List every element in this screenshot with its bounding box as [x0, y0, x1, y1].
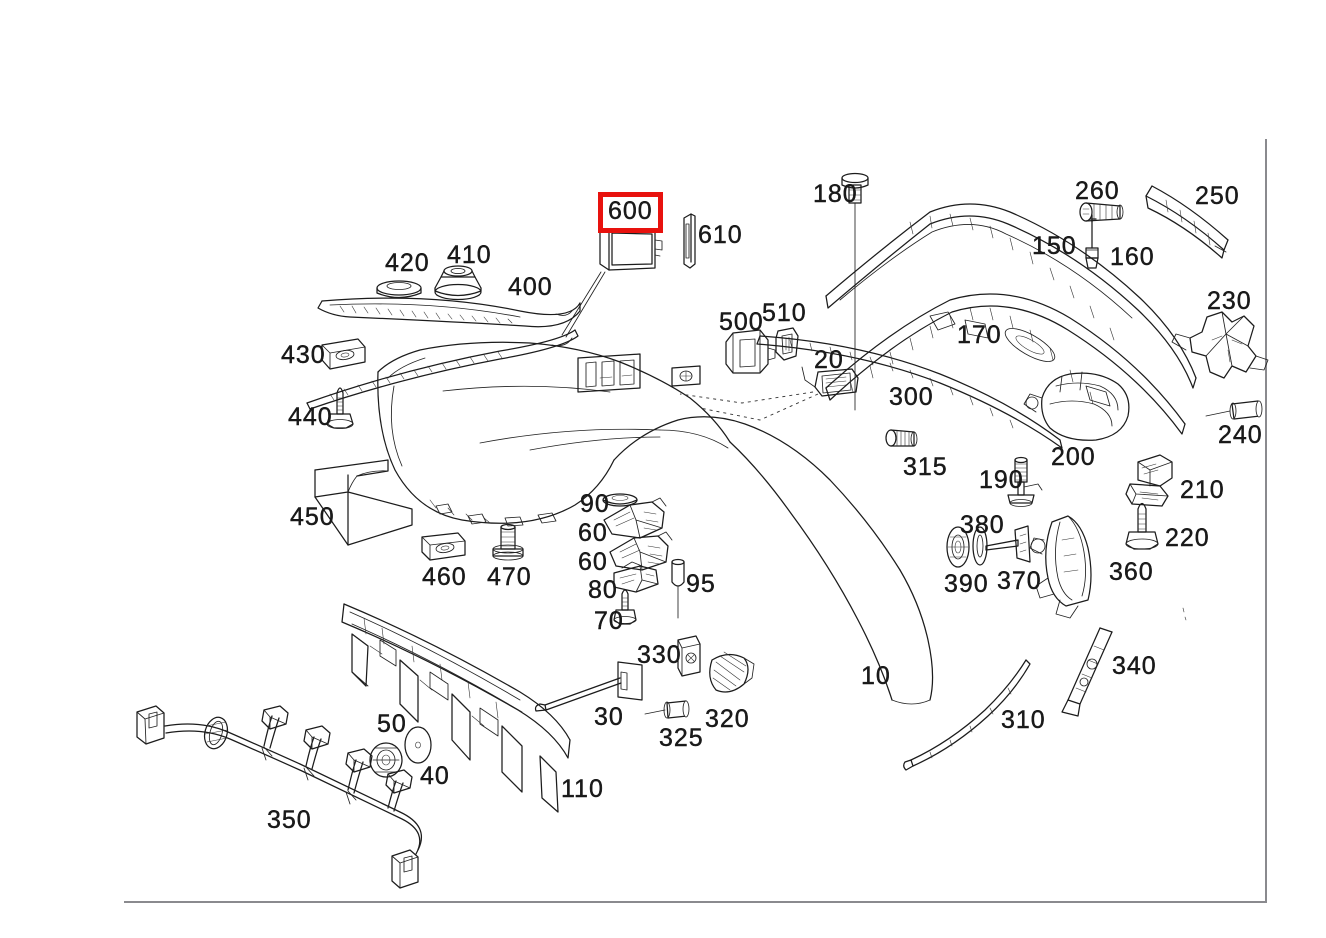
callout-500: 500 — [719, 308, 764, 336]
part-art-510 — [775, 327, 799, 361]
part-art-250 — [1145, 185, 1229, 259]
part-art-70 — [613, 589, 637, 625]
part-art-600 — [561, 225, 663, 338]
part-art-400-secondary — [306, 329, 579, 410]
part-art-90 — [602, 493, 638, 507]
callout-70: 70 — [594, 607, 624, 635]
callout-240: 240 — [1218, 421, 1263, 449]
callout-330: 330 — [637, 641, 682, 669]
part-art-95 — [671, 558, 685, 619]
callout-10: 10 — [861, 662, 891, 690]
part-art-420 — [376, 280, 422, 299]
callout-190: 190 — [979, 466, 1024, 494]
callout-250: 250 — [1195, 182, 1240, 210]
callout-95: 95 — [686, 570, 716, 598]
callout-150: 150 — [1032, 232, 1077, 260]
callout-440: 440 — [288, 403, 333, 431]
part-art-170 — [825, 203, 1197, 435]
part-art-330 — [677, 635, 701, 677]
callout-360: 360 — [1109, 558, 1154, 586]
part-art-220 — [1125, 502, 1159, 550]
part-art-80 — [613, 561, 659, 593]
part-art-350 — [136, 705, 422, 889]
part-art-340 — [1061, 627, 1113, 717]
callout-180: 180 — [813, 180, 858, 208]
part-art-10-bumper-cover — [377, 341, 934, 705]
part-art-310 — [903, 659, 1031, 771]
callout-400: 400 — [508, 273, 553, 301]
part-art-450 — [314, 459, 413, 546]
part-art-240 — [1205, 400, 1263, 420]
callout-420: 420 — [385, 249, 430, 277]
callout-80: 80 — [588, 576, 618, 604]
callout-410: 410 — [447, 241, 492, 269]
part-art-40 — [404, 726, 432, 764]
callout-315: 315 — [903, 453, 948, 481]
callout-60-left: 60 — [578, 519, 608, 547]
stray-marks — [1182, 607, 1187, 621]
callout-200: 200 — [1051, 443, 1096, 471]
callout-470: 470 — [487, 563, 532, 591]
part-art-210 — [1125, 454, 1173, 507]
part-art-325 — [644, 700, 690, 719]
part-art-470 — [492, 523, 524, 561]
part-art-400 — [317, 297, 581, 328]
callout-310: 310 — [1001, 706, 1046, 734]
callout-60-right: 60 — [578, 548, 608, 576]
part-art-180 — [841, 172, 869, 411]
part-art-60-right — [609, 531, 673, 571]
page-frame-bottom-rule — [124, 901, 1267, 903]
callout-450: 450 — [290, 503, 335, 531]
part-art-260 — [1079, 202, 1124, 222]
callout-350: 350 — [267, 806, 312, 834]
page-frame-right-rule — [1265, 139, 1267, 903]
callout-300: 300 — [889, 383, 934, 411]
part-art-390 — [946, 526, 970, 568]
callout-340: 340 — [1112, 652, 1157, 680]
part-art-110 — [341, 603, 571, 813]
part-art-460 — [421, 532, 466, 561]
callout-90: 90 — [580, 490, 610, 518]
callout-110: 110 — [561, 775, 604, 803]
part-art-410 — [434, 265, 482, 301]
part-art-370 — [985, 525, 1031, 563]
callout-320: 320 — [705, 705, 750, 733]
part-art-320 — [709, 651, 755, 693]
callout-20: 20 — [814, 346, 844, 374]
part-art-60-left — [603, 497, 667, 539]
callout-260: 260 — [1075, 177, 1120, 205]
callout-230: 230 — [1207, 287, 1252, 315]
callout-160: 160 — [1110, 243, 1155, 271]
part-art-20 — [679, 366, 859, 421]
part-art-360 — [1029, 515, 1092, 619]
part-art-230 — [1171, 311, 1269, 379]
callout-510: 510 — [762, 299, 807, 327]
part-art-315 — [885, 429, 918, 447]
callout-210: 210 — [1180, 476, 1225, 504]
callout-380: 380 — [960, 511, 1005, 539]
part-art-200 — [1023, 371, 1130, 441]
part-art-610 — [683, 213, 696, 269]
callout-170: 170 — [957, 321, 1002, 349]
callout-390: 390 — [944, 570, 989, 598]
part-art-300 — [756, 335, 1063, 449]
part-art-430 — [321, 338, 366, 370]
callout-40: 40 — [420, 762, 450, 790]
callout-610: 610 — [698, 221, 743, 249]
callout-50: 50 — [377, 710, 407, 738]
callout-220: 220 — [1165, 524, 1210, 552]
callout-600-highlighted: 600 — [598, 192, 663, 233]
part-art-440 — [326, 387, 354, 429]
callout-325: 325 — [659, 724, 704, 752]
callout-30: 30 — [594, 703, 624, 731]
part-art-150 — [1085, 219, 1099, 269]
callout-460: 460 — [422, 563, 467, 591]
callout-430: 430 — [281, 341, 326, 369]
part-art-190 — [1007, 456, 1043, 507]
part-art-30 — [534, 661, 643, 712]
part-art-50 — [369, 742, 403, 778]
callout-370: 370 — [997, 567, 1042, 595]
